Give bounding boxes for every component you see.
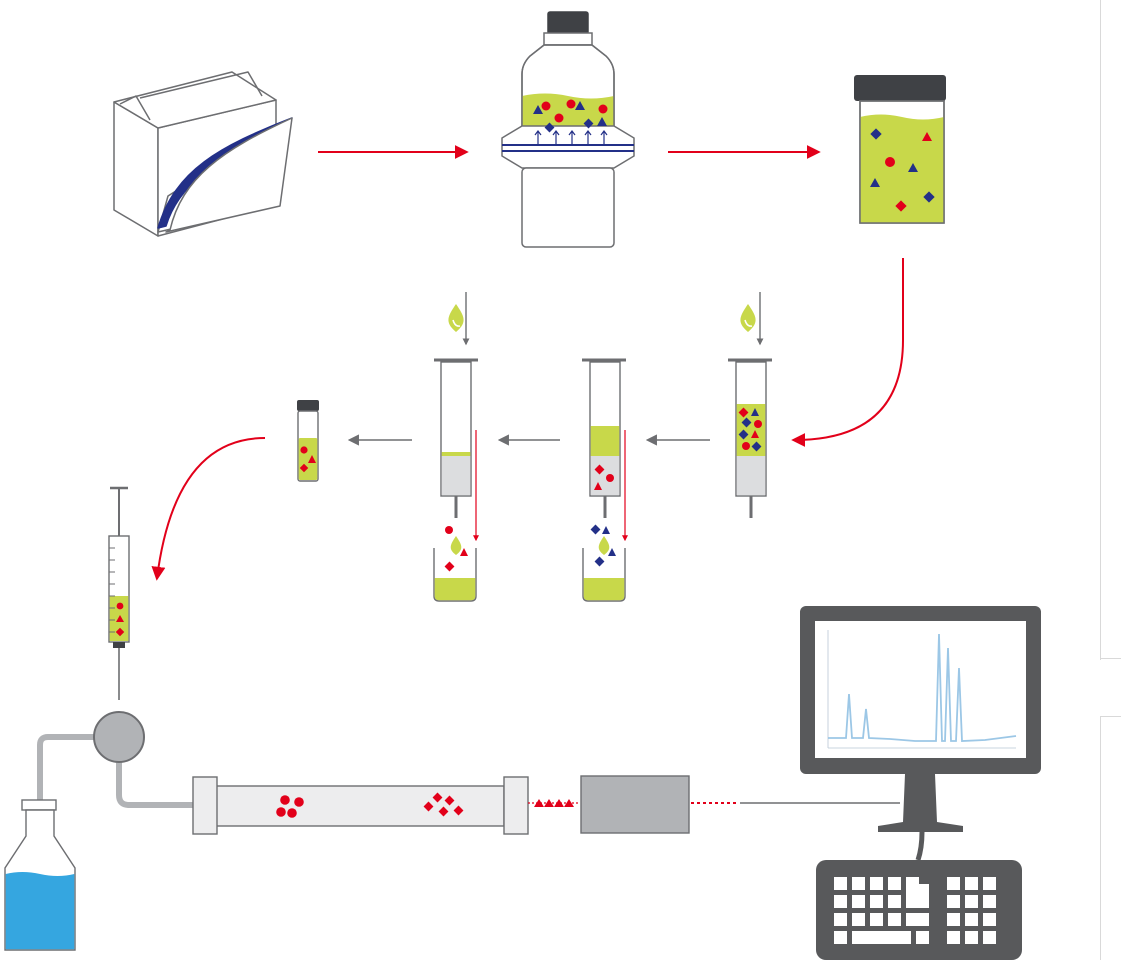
chromatogram-plot [827, 630, 1017, 749]
elute-collection-beaker-icon [433, 526, 477, 602]
extract-jar-icon [854, 75, 946, 224]
page-edge-line-upper [1100, 0, 1101, 660]
arrow-vial-to-syringe [151, 437, 266, 581]
sample-carton-icon [113, 71, 293, 237]
solvent-drop-icon [740, 304, 756, 332]
detector-icon [580, 775, 690, 834]
page-edge-line-lower [1100, 716, 1101, 960]
filtration-bottle-icon [501, 11, 635, 248]
keyboard-icon [816, 860, 1022, 960]
solvent-drop-icon [448, 304, 464, 332]
spe-cartridge-elute-icon [434, 358, 478, 518]
injector-valve-icon [93, 711, 145, 763]
page-edge-line-upper-foot [1100, 658, 1121, 659]
spe-cartridge-wash-icon [582, 358, 626, 518]
wash-collection-beaker-icon [582, 524, 626, 602]
keyboard-cable [915, 831, 925, 861]
spe-cartridge-load-icon [728, 358, 772, 518]
solvent-bottle-icon [4, 799, 76, 951]
sample-vial-icon [297, 400, 319, 482]
injection-syringe-icon [108, 486, 130, 700]
eluting-analytes [528, 799, 580, 807]
chromatography-column-icon [192, 776, 529, 835]
computer-monitor-icon [800, 606, 1041, 832]
arrow-jar-to-cartridge [791, 258, 904, 447]
tubing [37, 734, 198, 808]
page-edge-line-lower-head [1100, 716, 1121, 717]
filtration-bottle-analytes [533, 99, 608, 146]
